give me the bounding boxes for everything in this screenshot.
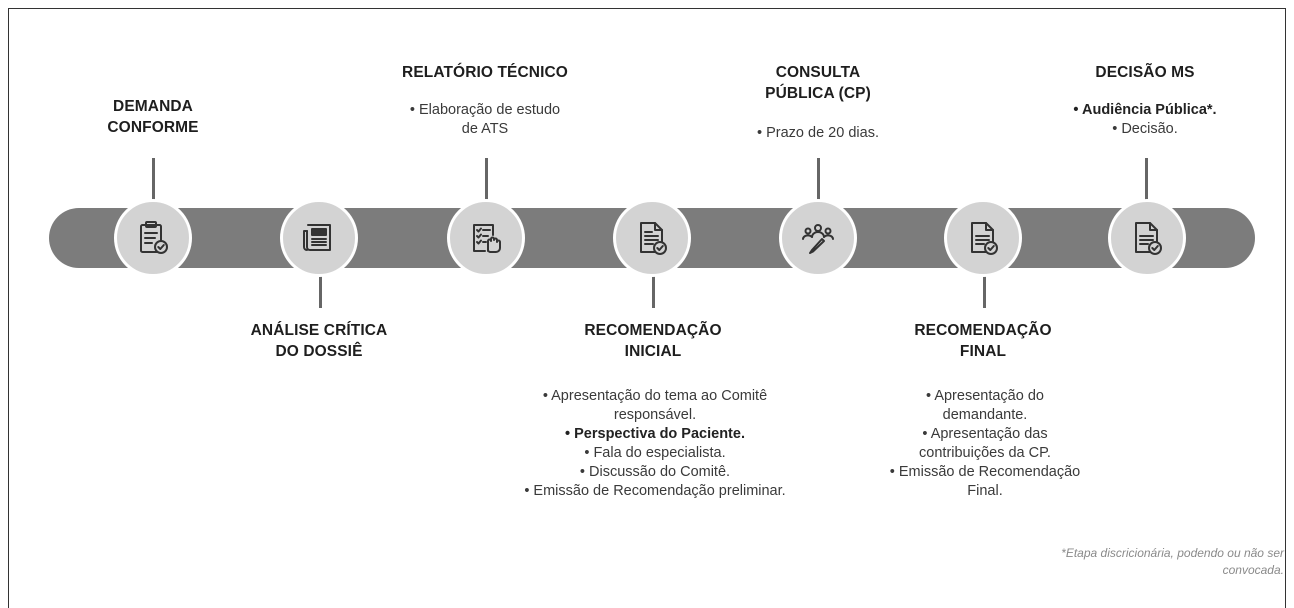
document-check-icon <box>640 222 667 255</box>
heading-line: CONSULTA <box>775 64 861 81</box>
desc-line: contribuições da CP. <box>919 445 1051 461</box>
people-pen-icon <box>802 224 834 254</box>
step-1-circle <box>114 199 192 277</box>
desc-line: • Fala do especialista. <box>584 445 726 461</box>
step-4-description: • Apresentação do tema ao Comitê respons… <box>470 387 840 501</box>
step-6-description: • Apresentação do demandante. • Apresent… <box>845 387 1125 501</box>
step-3-circle <box>447 199 525 277</box>
connector-5 <box>817 158 820 202</box>
document-check-icon <box>971 222 998 255</box>
step-6-circle <box>944 199 1022 277</box>
step-2-heading: ANÁLISE CRÍTICA DO DOSSIÊ <box>219 320 419 362</box>
step-7-description: • Audiência Pública*. • Decisão. <box>1045 101 1245 139</box>
checklist-hand-icon <box>473 224 501 253</box>
desc-line: • Emissão de Recomendação preliminar. <box>524 483 786 499</box>
step-4-heading: RECOMENDAÇÃO INICIAL <box>548 320 758 362</box>
connector-2 <box>319 275 322 308</box>
connector-4 <box>652 275 655 308</box>
desc-line: • Emissão de Recomendação <box>889 464 1081 480</box>
desc-line: • Perspectiva do Paciente. <box>565 426 745 442</box>
diagram-frame <box>8 8 1286 608</box>
desc-line: • Apresentação das <box>922 426 1048 442</box>
desc-line: • Apresentação do tema ao Comitê <box>542 388 768 404</box>
connector-3 <box>485 158 488 202</box>
document-check-icon <box>1135 222 1162 255</box>
heading-line: FINAL <box>959 343 1007 360</box>
step-6-heading: RECOMENDAÇÃO FINAL <box>878 320 1088 362</box>
connector-7 <box>1145 158 1148 202</box>
heading-line: CONFORME <box>107 119 199 136</box>
clipboard-check-icon <box>140 221 168 254</box>
step-3-heading: RELATÓRIO TÉCNICO <box>375 62 595 83</box>
heading-line: DECISÃO MS <box>1095 64 1195 81</box>
heading-line: DO DOSSIÊ <box>275 343 363 360</box>
desc-line: responsável. <box>613 407 697 423</box>
desc-line: • Apresentação do <box>926 388 1044 404</box>
heading-line: RELATÓRIO TÉCNICO <box>402 64 568 81</box>
step-2-circle <box>280 199 358 277</box>
connector-1 <box>152 158 155 202</box>
footnote: *Etapa discricionária, podendo ou não se… <box>964 545 1284 579</box>
step-5-description: • Prazo de 20 dias. <box>718 124 918 143</box>
step-5-circle <box>779 199 857 277</box>
step-1-heading: DEMANDA CONFORME <box>73 96 233 138</box>
step-4-circle <box>613 199 691 277</box>
step-7-heading: DECISÃO MS <box>1060 62 1230 83</box>
step-7-circle <box>1108 199 1186 277</box>
footnote-line: *Etapa discricionária, podendo ou não se… <box>1061 546 1284 560</box>
heading-line: INICIAL <box>624 343 682 360</box>
heading-line: DEMANDA <box>113 98 193 115</box>
desc-line: • Audiência Pública*. <box>1073 102 1217 118</box>
heading-line: PÚBLICA (CP) <box>765 85 871 102</box>
desc-line: • Discussão do Comitê. <box>579 464 731 480</box>
desc-line: de ATS <box>461 121 509 137</box>
desc-line: Final. <box>967 483 1003 499</box>
heading-line: RECOMENDAÇÃO <box>584 322 722 339</box>
heading-line: RECOMENDAÇÃO <box>914 322 1052 339</box>
connector-6 <box>983 275 986 308</box>
footnote-line: convocada. <box>1222 563 1284 577</box>
desc-line: • Elaboração de estudo <box>409 102 561 118</box>
newspaper-icon <box>303 224 331 251</box>
heading-line: ANÁLISE CRÍTICA <box>250 322 388 339</box>
step-3-description: • Elaboração de estudo de ATS <box>385 101 585 139</box>
desc-line: demandante. <box>942 407 1028 423</box>
desc-line: • Decisão. <box>1112 121 1178 137</box>
step-5-heading: CONSULTA PÚBLICA (CP) <box>723 62 913 104</box>
desc-line: • Prazo de 20 dias. <box>757 125 879 141</box>
